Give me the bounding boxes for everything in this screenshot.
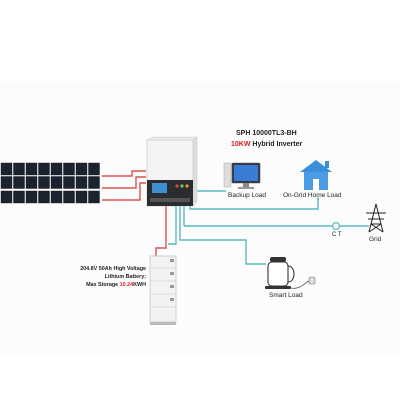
battery-stack: [149, 255, 177, 325]
solar-panel: [50, 162, 63, 176]
solar-panel: [50, 190, 63, 204]
solar-panel: [0, 190, 13, 204]
solar-panel: [38, 162, 50, 176]
solar-panel: [25, 162, 38, 176]
ct-meter-icon: [332, 222, 341, 231]
solar-panel: [13, 176, 25, 189]
solar-panel: [13, 162, 25, 176]
battery-line-3: Max Storage 10.24KWH: [78, 282, 146, 290]
dc-wiring: [102, 170, 167, 256]
transmission-tower-icon: [366, 203, 386, 233]
solar-panel: [38, 176, 50, 189]
solar-panel-array: [0, 162, 100, 204]
solar-panel: [25, 176, 38, 189]
solar-panel: [63, 190, 75, 204]
solar-panel: [75, 176, 88, 189]
inverter-type-label: 10KW Hybrid Inverter: [231, 141, 302, 148]
solar-panel: [50, 176, 63, 189]
solar-panel: [75, 162, 88, 176]
solar-panel: [38, 190, 50, 204]
on-grid-home-load-label: On-Grid Home Load: [283, 192, 342, 199]
kettle-icon: [265, 257, 316, 289]
grid-label: Grid: [369, 236, 382, 243]
solar-panel: [88, 162, 100, 176]
battery-line-1: 204.8V 50Ah High Voltage: [80, 266, 146, 272]
house-icon: [300, 160, 332, 190]
solar-panel: [63, 176, 75, 189]
inverter-display: [152, 183, 167, 193]
battery-storage-unit: KWH: [133, 281, 146, 288]
solar-panel: [13, 190, 25, 204]
computer-icon: [223, 162, 261, 189]
inverter-model-label: SPH 10000TL3-BH: [236, 130, 297, 137]
battery-storage-value: 10.24: [119, 281, 134, 288]
ct-label: C T: [332, 232, 342, 238]
backup-load-label: Backup Load: [228, 192, 266, 199]
battery-storage-prefix: Max Storage: [86, 281, 120, 288]
solar-panel: [0, 176, 13, 189]
solar-panel: [0, 162, 13, 176]
inverter-power-value: 10KW: [231, 141, 251, 148]
solar-panel: [63, 162, 75, 176]
solar-panel: [25, 190, 38, 204]
smart-load-label: Smart Load: [269, 292, 303, 299]
solar-panel: [88, 176, 100, 189]
battery-description: 204.8V 50Ah High Voltage Lithium Battery…: [78, 266, 146, 289]
solar-panel: [88, 190, 100, 204]
solar-panel: [75, 190, 88, 204]
battery-line-2: Lithium Battery;: [104, 273, 146, 280]
inverter-type-suffix: Hybrid Inverter: [250, 141, 303, 148]
inverter: [146, 136, 198, 207]
